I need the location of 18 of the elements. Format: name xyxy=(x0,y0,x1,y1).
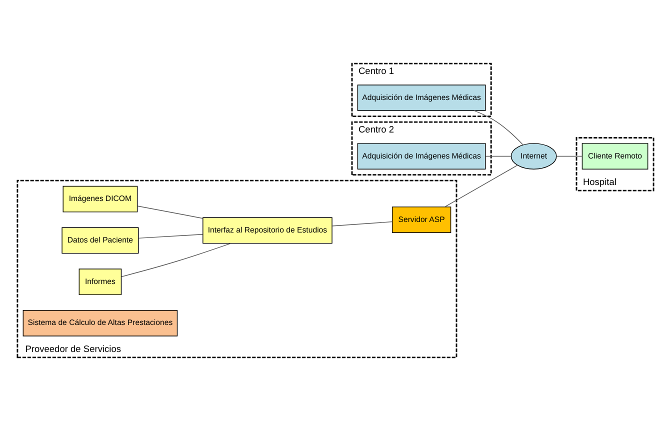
connector xyxy=(444,164,518,208)
connector xyxy=(138,234,203,239)
connector xyxy=(121,242,232,278)
node-box: Servidor ASP xyxy=(392,206,452,233)
node-box: Cliente Remoto xyxy=(582,143,648,170)
node-box: Interfaz al Repositorio de Estudios xyxy=(202,217,332,244)
node-box: Adquisición de Imágenes Médicas xyxy=(357,84,486,111)
connector xyxy=(485,156,512,157)
node-box: Adquisición de Imágenes Médicas xyxy=(357,143,486,170)
node-box: Datos del Paciente xyxy=(62,227,139,254)
connector xyxy=(556,156,582,157)
connector xyxy=(332,221,392,226)
connector xyxy=(136,206,204,219)
node-box: Informes xyxy=(78,268,122,296)
node-box: Imágenes DICOM xyxy=(62,186,138,212)
connector xyxy=(474,110,524,146)
node-box: Sistema de Cálculo de Altas Prestaciones xyxy=(22,310,178,336)
node-ellipse: Internet xyxy=(510,143,557,170)
